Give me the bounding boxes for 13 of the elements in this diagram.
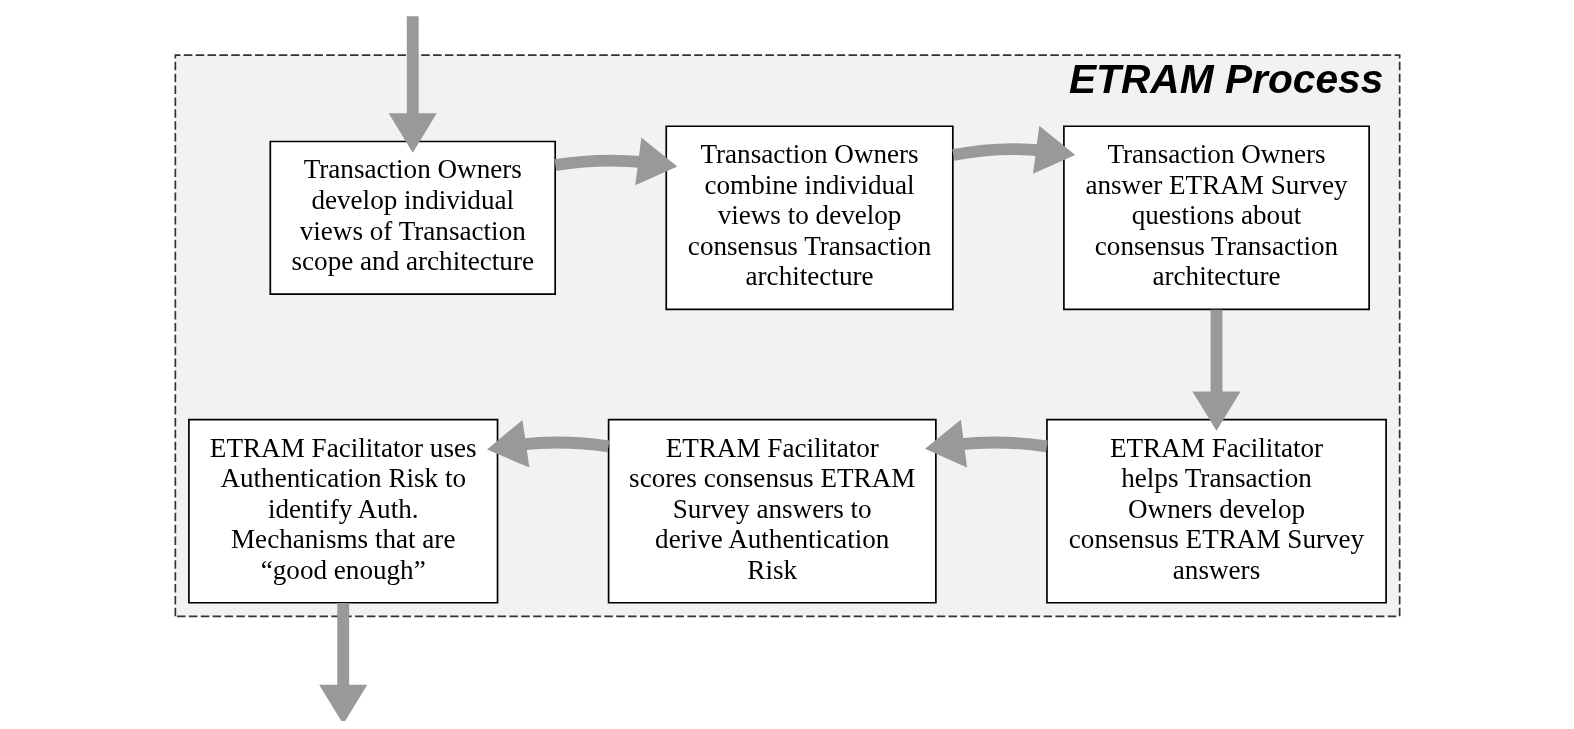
node-box: Transaction Owners combine individual views to develop consensus Transaction architecture	[664, 125, 954, 311]
arrow	[388, 16, 437, 153]
node-box: ETRAM Facilitator helps Transaction Owners develop consensus ETRAM Survey answers	[1045, 418, 1387, 604]
node-box: ETRAM Facilitator uses Authentication Risk to identify Auth. Mechanisms that are “good enough”	[187, 418, 498, 604]
arrow	[951, 125, 1075, 174]
arrow	[553, 137, 677, 186]
arrow	[318, 602, 367, 721]
node-box: Transaction Owners develop individual views of Transaction scope and architecture	[268, 140, 556, 295]
arrow	[486, 419, 609, 468]
node-box: ETRAM Facilitator scores consensus ETRAM Survey answers to derive Authentication Risk	[607, 418, 937, 604]
node-box: Transaction Owners answer ETRAM Survey questions about consensus Transaction architecture	[1062, 125, 1370, 311]
arrow	[924, 419, 1048, 468]
arrow	[1191, 309, 1241, 431]
